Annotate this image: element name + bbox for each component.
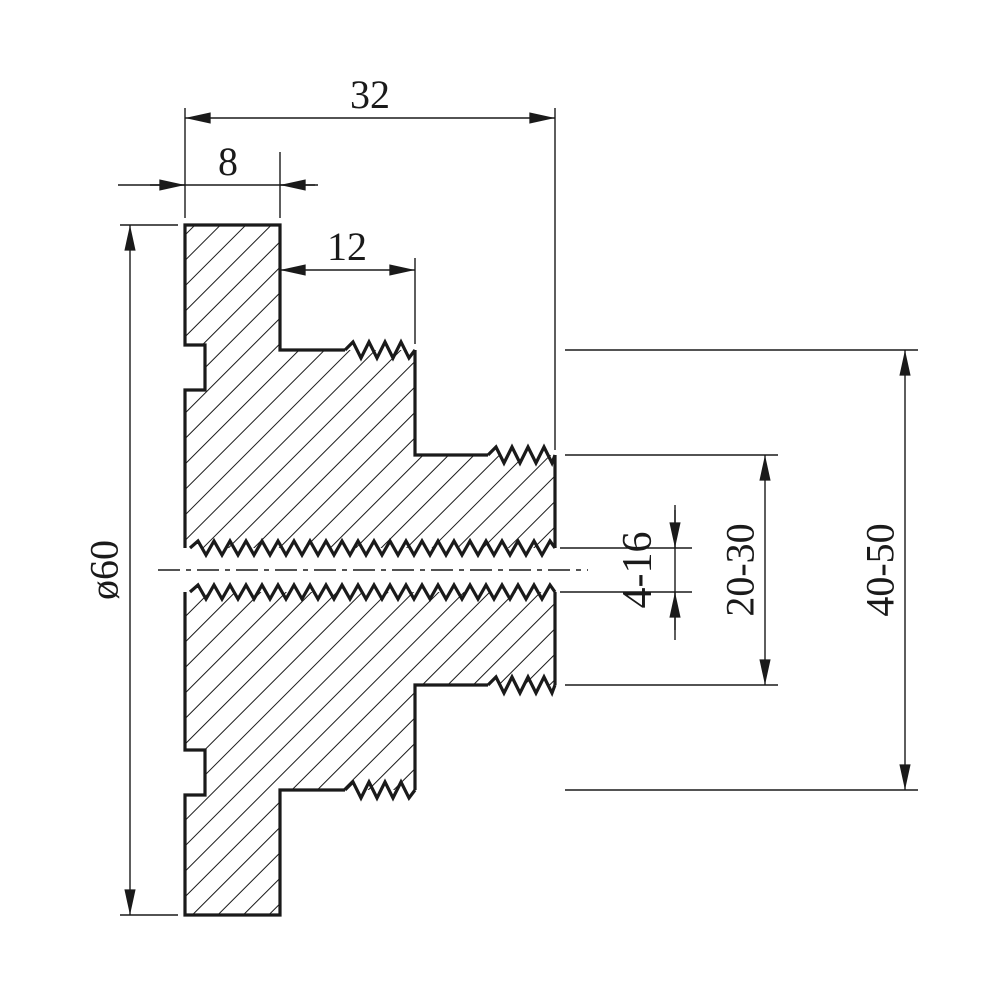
section-hatching xyxy=(185,225,555,915)
upper-section-hatch xyxy=(185,225,555,548)
dim-bore-thread-label: 4-16 xyxy=(615,532,661,609)
dim-flange-thickness-label: 8 xyxy=(218,139,238,184)
external-thread-lower-step xyxy=(343,778,417,802)
upper-outline xyxy=(183,223,557,548)
dimension-lines xyxy=(118,112,911,915)
dim-boss-diameter-label: 20-30 xyxy=(718,523,763,616)
extension-lines xyxy=(120,108,918,916)
internal-thread-bore-top xyxy=(188,537,557,559)
dim-flange-diameter-label: ø60 xyxy=(82,540,127,600)
dim-step-diameter-label: 40-50 xyxy=(858,523,903,616)
external-thread-lower-boss xyxy=(486,673,557,697)
external-thread-upper-step xyxy=(343,338,417,362)
internal-thread-bore-bottom xyxy=(188,581,557,603)
lower-outline xyxy=(183,592,557,917)
dimension-labels: 32 8 12 ø60 4-16 20-30 40-50 xyxy=(82,72,903,617)
dim-step-length-label: 12 xyxy=(327,224,367,269)
part-outline xyxy=(183,223,557,917)
lower-section-hatch xyxy=(185,592,555,915)
external-thread-upper-boss xyxy=(486,443,557,467)
dim-overall-length-label: 32 xyxy=(350,72,390,117)
